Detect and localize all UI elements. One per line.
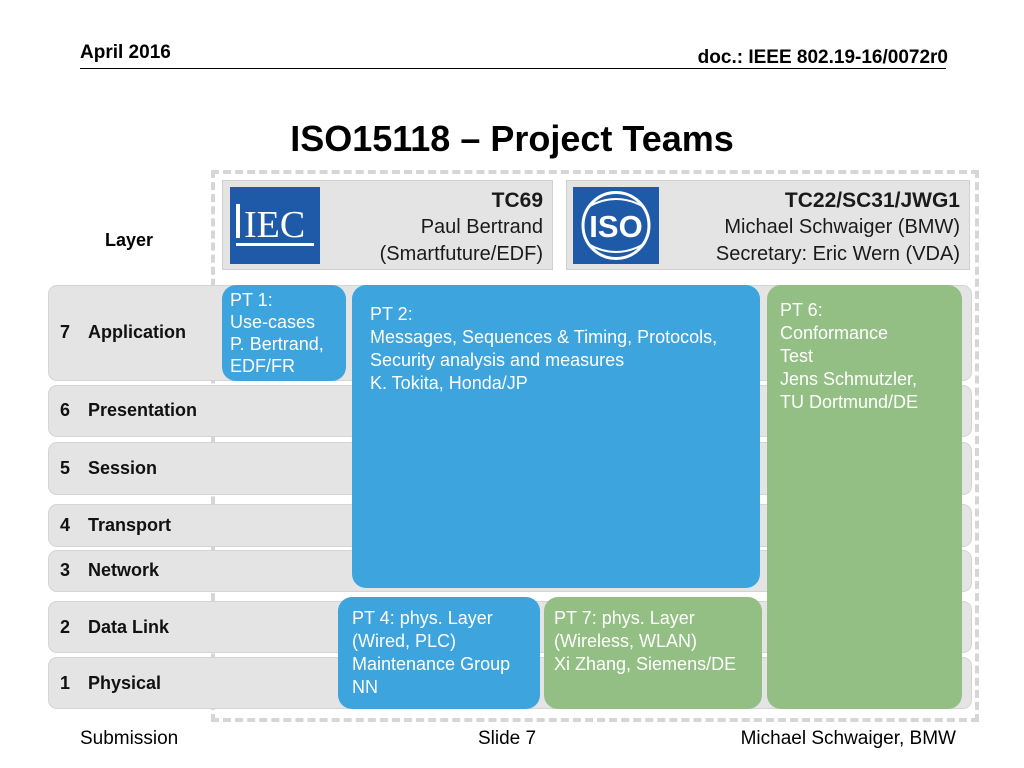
iso-logo: ISO	[573, 187, 659, 264]
header-date: April 2016	[80, 42, 171, 63]
footer-submission: Submission	[80, 728, 179, 749]
iec-tc-info: TC69 Paul Bertrand (Smartfuture/EDF)	[330, 187, 543, 268]
slide-title: ISO15118 – Project Teams	[290, 118, 734, 159]
iec-tc-chair: Paul Bertrand	[420, 216, 543, 238]
footer-slide-number: Slide 7	[478, 728, 537, 749]
project-team-1: PT 1: Use-cases P. Bertrand, EDF/FR	[222, 285, 346, 381]
iso-wg-secretary: Secretary: Eric Wern (VDA)	[715, 243, 960, 265]
iec-logo-text: IEC	[244, 204, 305, 246]
header-divider	[80, 68, 946, 69]
iso-wg-info: TC22/SC31/JWG1 Michael Schwaiger (BMW) S…	[670, 187, 960, 268]
header-doc-id: doc.: IEEE 802.19-16/0072r0	[697, 47, 948, 68]
project-team-7: PT 7: phys. Layer (Wireless, WLAN) Xi Zh…	[544, 597, 762, 709]
layer-heading: Layer	[105, 230, 154, 250]
iso-wg-name: TC22/SC31/JWG1	[784, 189, 960, 212]
footer-author: Michael Schwaiger, BMW	[740, 728, 956, 749]
iso-logo-text: ISO	[589, 209, 642, 244]
project-team-2: PT 2: Messages, Sequences & Timing, Prot…	[352, 285, 760, 588]
iec-tc-affiliation: (Smartfuture/EDF)	[379, 243, 543, 265]
iso-wg-convenor: Michael Schwaiger (BMW)	[724, 216, 960, 238]
project-team-4: PT 4: phys. Layer (Wired, PLC) Maintenan…	[338, 597, 540, 709]
iec-logo: IEC	[230, 187, 320, 264]
project-team-6: PT 6: Conformance Test Jens Schmutzler, …	[767, 285, 962, 709]
iec-tc-name: TC69	[491, 189, 543, 212]
